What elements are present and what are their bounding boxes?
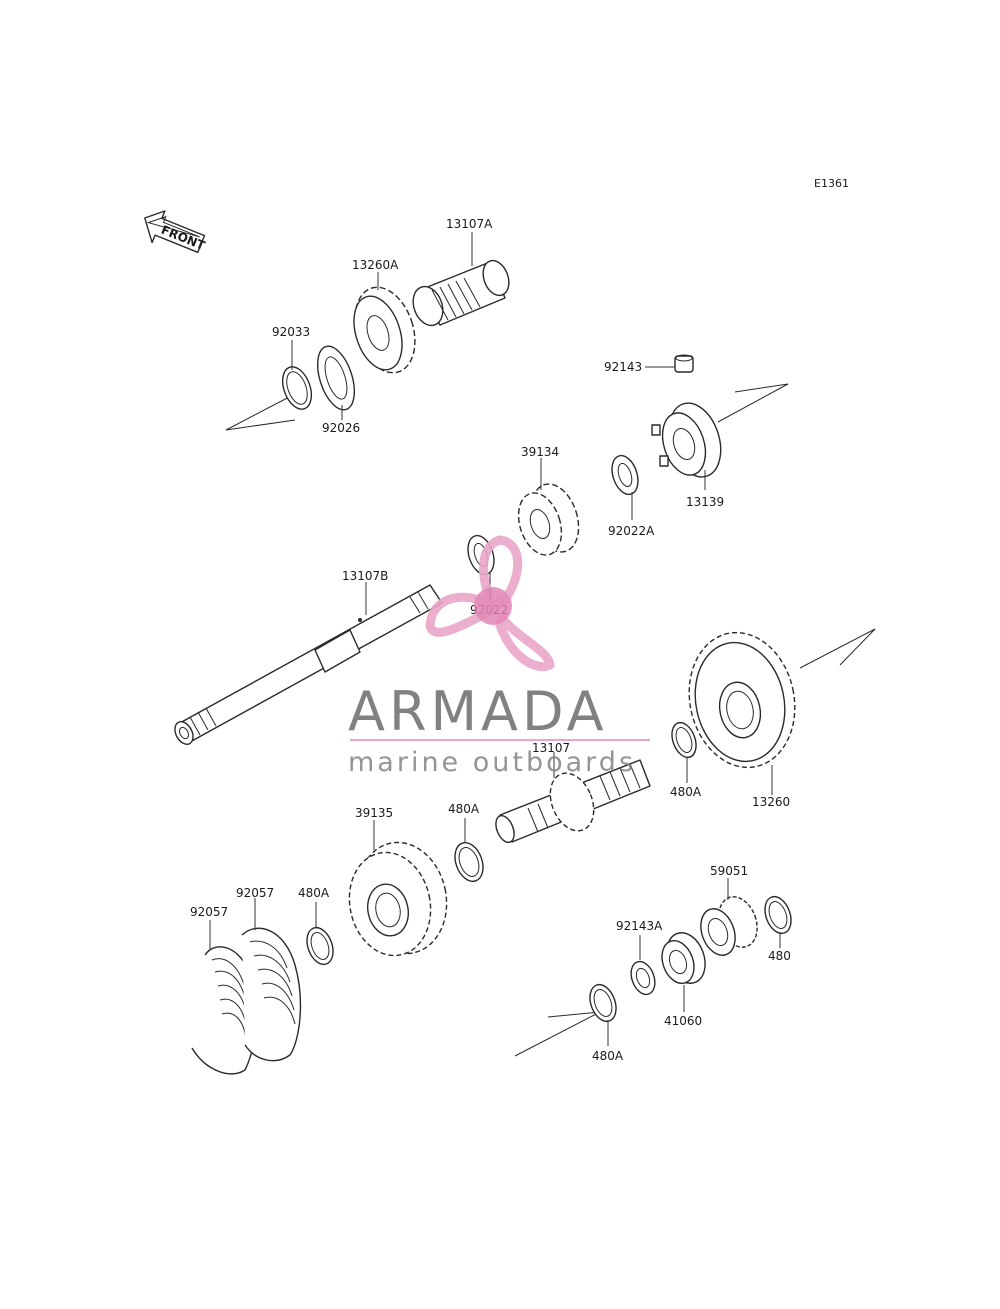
label-480: 480: [768, 949, 791, 963]
axis-line-upper-right: [717, 383, 789, 423]
label-13107B: 13107B: [342, 569, 388, 583]
part-13260-gear: 13260: [688, 631, 796, 809]
label-13260A: 13260A: [352, 258, 399, 272]
label-59051: 59051: [710, 864, 748, 878]
part-480A-circlip-d: 480A: [589, 983, 624, 1063]
label-39134: 39134: [521, 445, 559, 459]
part-13107B-shaft: 13107B: [174, 569, 443, 745]
part-41060-collar: 41060: [661, 932, 706, 1028]
label-13260: 13260: [752, 795, 790, 809]
part-480A-circlip-b: 480A: [448, 802, 484, 883]
part-92026-washer: 92026: [316, 345, 360, 435]
label-13107: 13107: [532, 741, 570, 755]
part-92033-circlip: 92033: [272, 325, 313, 410]
part-13260A-gear: 13260A: [352, 258, 416, 374]
diagram-ref-code: E1361: [814, 177, 849, 190]
part-59051-sleeve: 59051: [700, 864, 758, 956]
propeller-logo-icon: [425, 535, 555, 671]
part-92143-dowel: 92143: [604, 354, 694, 374]
label-92057-a: 92057: [190, 905, 228, 919]
part-92057-chain-a: 92057: [190, 905, 258, 1075]
part-480-circlip: 480: [764, 895, 792, 963]
label-92022A: 92022A: [608, 524, 655, 538]
label-92033: 92033: [272, 325, 310, 339]
part-92022A-washer: 92022A: [608, 454, 655, 538]
watermark: ARMADA marine outboards: [348, 535, 650, 778]
watermark-subtitle: marine outboards: [348, 747, 636, 778]
label-13107A: 13107A: [446, 217, 493, 231]
label-480A-d: 480A: [592, 1049, 624, 1063]
axis-line-middle-right: [799, 628, 876, 669]
label-480A-b: 480A: [448, 802, 480, 816]
part-480A-circlip-a: 480A: [670, 721, 702, 799]
part-13107A-sleeve: 13107A: [412, 217, 510, 327]
axis-line-lower-right: [514, 1011, 601, 1057]
label-92057-b: 92057: [236, 886, 274, 900]
label-92143: 92143: [604, 360, 642, 374]
part-92057-chain-b: 92057: [236, 886, 302, 1062]
label-92026: 92026: [322, 421, 360, 435]
part-39135-gear: 39135: [348, 806, 448, 957]
label-13139: 13139: [686, 495, 724, 509]
front-arrow-icon: FRONT: [144, 210, 208, 253]
label-480A-a: 480A: [670, 785, 702, 799]
label-41060: 41060: [664, 1014, 702, 1028]
part-13107-shaft: 13107: [495, 741, 651, 844]
axis-line-upper-left: [225, 394, 296, 431]
label-39135: 39135: [355, 806, 393, 820]
part-13139-hub: 13139: [651, 402, 724, 509]
watermark-title: ARMADA: [348, 680, 608, 743]
part-39134-gear: 39134: [517, 445, 580, 556]
part-480A-circlip-c: 480A: [298, 886, 334, 966]
label-92143A: 92143A: [616, 919, 663, 933]
label-480A-c: 480A: [298, 886, 330, 900]
part-92143A-washer: 92143A: [616, 919, 663, 996]
